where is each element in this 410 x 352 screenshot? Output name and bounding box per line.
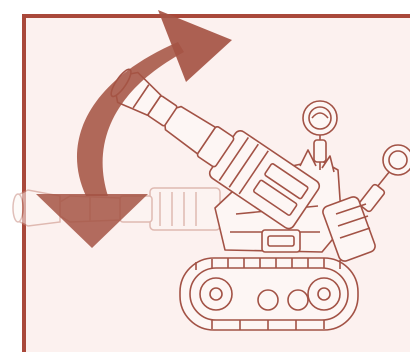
tread-base bbox=[180, 258, 358, 330]
